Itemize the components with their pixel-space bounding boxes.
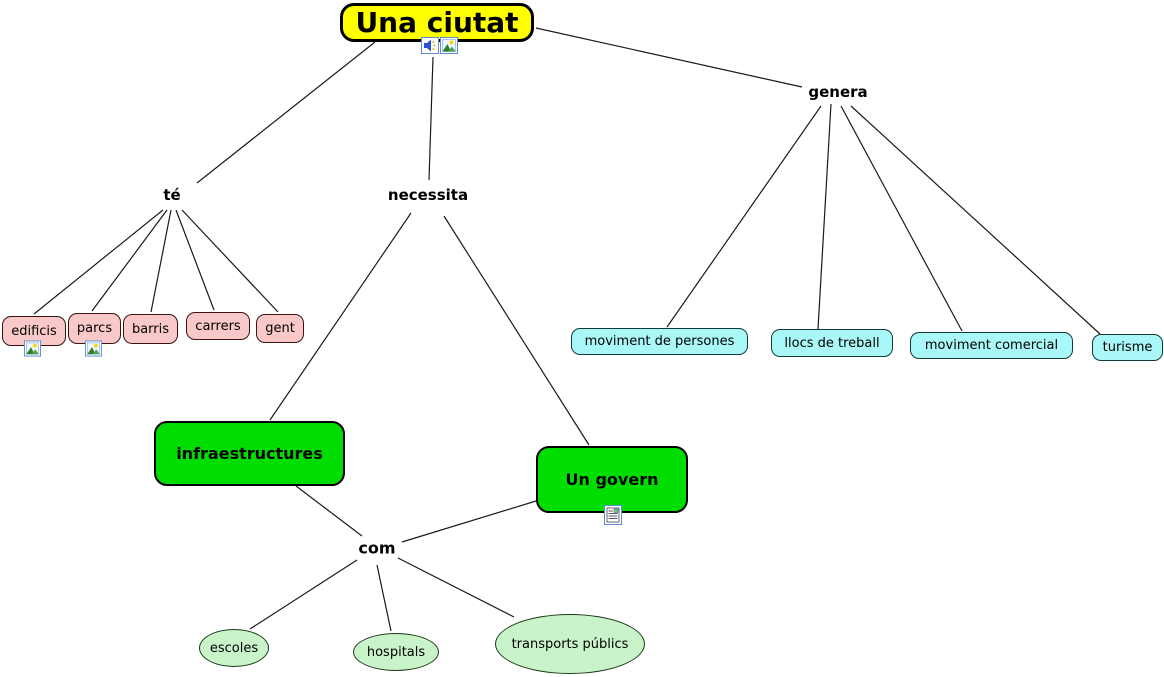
linking-phrase-com[interactable]: com bbox=[358, 538, 396, 558]
concept-barris[interactable]: barris bbox=[123, 314, 178, 344]
concept-moviment-comercial[interactable]: moviment comercial bbox=[910, 332, 1073, 359]
concept-escoles[interactable]: escoles bbox=[199, 629, 269, 667]
concept-turisme[interactable]: turisme bbox=[1092, 334, 1163, 361]
linking-phrase-te[interactable]: té bbox=[163, 186, 181, 204]
concept-parcs[interactable]: parcs bbox=[68, 313, 121, 344]
concept-gent[interactable]: gent bbox=[256, 314, 304, 343]
concept-un-govern[interactable]: Un govern bbox=[536, 446, 688, 513]
concept-llocs-de-treball[interactable]: llocs de treball bbox=[771, 329, 893, 357]
concept-hospitals[interactable]: hospitals bbox=[353, 633, 439, 671]
audio-resource-icon[interactable] bbox=[421, 37, 439, 54]
image-resource-icon[interactable] bbox=[85, 340, 102, 357]
image-resource-icon[interactable] bbox=[440, 37, 458, 54]
linking-phrase-necessita[interactable]: necessita bbox=[387, 186, 469, 204]
concept-infraestructures[interactable]: infraestructures bbox=[154, 421, 345, 486]
concept-moviment-de-persones[interactable]: moviment de persones bbox=[571, 328, 748, 355]
concept-transports-publics[interactable]: transports públics bbox=[495, 614, 645, 674]
image-resource-icon[interactable] bbox=[24, 340, 41, 357]
linking-phrase-genera[interactable]: genera bbox=[808, 83, 868, 101]
concept-carrers[interactable]: carrers bbox=[186, 312, 250, 340]
document-resource-icon[interactable] bbox=[604, 505, 622, 525]
